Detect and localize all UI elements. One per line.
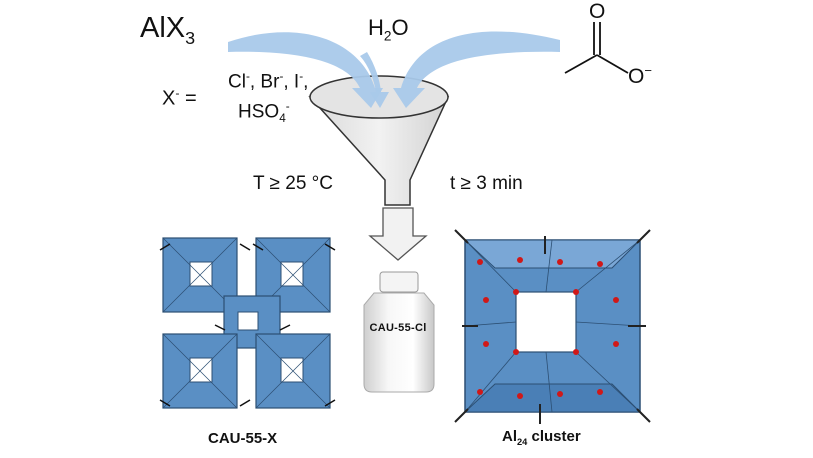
anion-i: , I	[283, 71, 300, 93]
anion-hso4-sub: 4	[279, 112, 286, 126]
anion-x-sup: -	[175, 86, 180, 100]
anion-i-sup: -	[299, 70, 304, 83]
anion-definition: X- =	[162, 86, 197, 111]
anion-cl: Cl	[228, 71, 246, 93]
cau-55-framework	[159, 237, 336, 409]
metal-salt-base: AlX	[140, 12, 186, 44]
product-bottle	[363, 271, 435, 393]
anion-br: , Br	[249, 71, 280, 93]
anion-comma: ,	[303, 71, 309, 93]
anion-list-line2: HSO4-	[238, 100, 290, 125]
framework-caption: CAU-55-X	[208, 430, 278, 447]
metal-salt-sub: 3	[185, 27, 196, 48]
water-sub: 2	[383, 28, 392, 44]
anion-cl-sup: -	[245, 70, 250, 83]
center-inflow-arrow	[360, 52, 389, 108]
right-inflow-arrow	[393, 31, 560, 108]
cluster-caption: Al24 cluster	[502, 428, 581, 447]
anion-hso4: HSO	[238, 101, 280, 123]
down-arrow	[368, 207, 428, 261]
water-o: O	[391, 15, 409, 40]
temperature-condition: T ≥ 25 °C	[253, 173, 333, 194]
acetate-o: O	[628, 65, 645, 88]
cluster-caption-al: Al	[502, 428, 517, 445]
oxygen-atoms	[477, 257, 619, 399]
anion-list-line1: Cl-, Br-, I-,	[228, 70, 308, 93]
acetate-charge: −	[644, 63, 652, 78]
acetate-structure	[564, 22, 629, 74]
al24-cluster	[454, 229, 651, 424]
metal-salt-label: AlX3	[140, 12, 195, 49]
framework-cell-br	[255, 333, 331, 409]
anion-br-sup: -	[279, 70, 284, 83]
time-condition: t ≥ 3 min	[450, 173, 523, 194]
anion-equals: =	[179, 87, 197, 110]
cluster-linkers	[454, 229, 651, 424]
acetate-oxygen-top: O	[589, 0, 606, 23]
water-label: H2O	[368, 15, 409, 43]
left-inflow-arrow	[228, 32, 383, 108]
water-h: H	[368, 15, 384, 40]
anion-x: X	[162, 87, 176, 110]
cluster-caption-tail: cluster	[527, 428, 581, 445]
bottle-label: CAU-55-Cl	[369, 322, 427, 334]
cluster-caption-sub: 24	[517, 437, 528, 447]
framework-cell-bl	[162, 333, 238, 409]
framework-linkers	[159, 243, 336, 407]
anion-hso4-sup: -	[285, 100, 290, 113]
acetate-oxygen-right: O−	[628, 63, 652, 89]
